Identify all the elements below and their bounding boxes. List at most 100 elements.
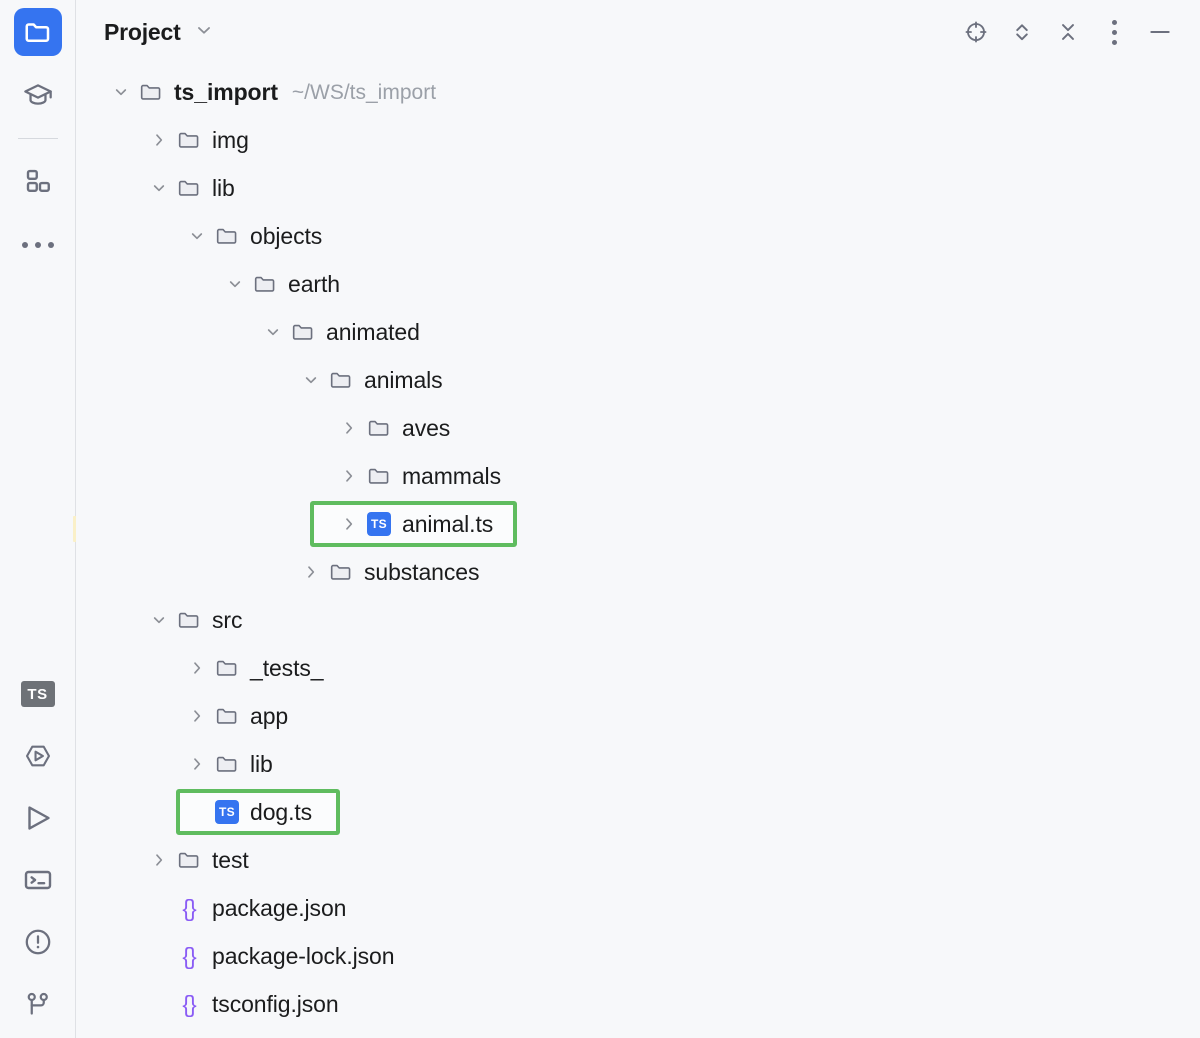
chevron-right-icon[interactable] (182, 692, 212, 740)
chevron-down-icon[interactable] (144, 596, 174, 644)
tree-row-content[interactable]: TS dog.ts (182, 788, 312, 836)
tree-row-content[interactable]: lib (182, 740, 273, 788)
chevron-down-icon[interactable] (296, 356, 326, 404)
sidebar-item-problems[interactable] (14, 918, 62, 966)
tree-row[interactable]: animated (76, 308, 1200, 356)
tree-row-content[interactable]: animated (258, 308, 420, 356)
folder-icon (212, 212, 242, 260)
graduation-cap-icon (22, 80, 54, 112)
chevron-right-icon[interactable] (144, 116, 174, 164)
chevron-down-icon[interactable] (220, 260, 250, 308)
json-braces-label: {} (182, 990, 196, 1017)
tree-row[interactable]: {}package-lock.json (76, 932, 1200, 980)
tree-row-content[interactable]: src (144, 596, 242, 644)
tree-row[interactable]: animals (76, 356, 1200, 404)
tree-row-content[interactable]: {}package-lock.json (144, 932, 394, 980)
tree-node-label: mammals (402, 462, 501, 489)
tree-row[interactable]: {}package.json (76, 884, 1200, 932)
tree-node-label: package-lock.json (212, 942, 395, 969)
chevron-right-icon[interactable] (334, 452, 364, 500)
ts-icon: TS (20, 681, 55, 707)
chevron-right-icon[interactable] (144, 836, 174, 884)
chevron-down-icon[interactable] (193, 19, 215, 46)
tree-row-content[interactable]: img (144, 116, 249, 164)
chevron-right-icon[interactable] (182, 644, 212, 692)
tree-row-content[interactable]: mammals (334, 452, 501, 500)
page-title: Project (104, 18, 181, 45)
chevron-down-icon[interactable] (258, 308, 288, 356)
sidebar-item-typescript[interactable]: TS (14, 670, 62, 718)
sidebar-item-project[interactable] (13, 8, 62, 56)
sidebar-item-learn[interactable] (14, 72, 62, 120)
tree-row-content[interactable]: app (182, 692, 288, 740)
tree-node-label: src (212, 606, 243, 633)
tree-row[interactable]: substances (76, 548, 1200, 596)
project-title-dropdown[interactable]: Project (104, 19, 215, 46)
tree-row[interactable]: _tests_ (76, 644, 1200, 692)
tree-row[interactable]: TS dog.ts (76, 788, 1200, 836)
warning-circle-icon (22, 926, 54, 958)
tree-row-content[interactable]: animals (296, 356, 443, 404)
tree-row[interactable]: test (76, 836, 1200, 884)
chevron-right-icon[interactable] (182, 740, 212, 788)
tree-node-label: lib (212, 174, 235, 201)
tree-row[interactable]: img (76, 116, 1200, 164)
tree-row-content[interactable]: aves (334, 404, 450, 452)
tree-row[interactable]: lib (76, 164, 1200, 212)
tree-row[interactable]: app (76, 692, 1200, 740)
tree-row[interactable]: aves (76, 404, 1200, 452)
tree-row-content[interactable]: {}tsconfig.json (144, 980, 338, 1028)
tree-row-content[interactable]: substances (296, 548, 479, 596)
tree-row[interactable]: objects (76, 212, 1200, 260)
typescript-file-icon: TS (212, 788, 242, 836)
tree-row-content[interactable]: test (144, 836, 249, 884)
tree-node-label: lib (250, 750, 273, 777)
folder-icon (174, 596, 204, 644)
sidebar-item-plugins[interactable] (14, 157, 62, 205)
tree-node-label: substances (364, 558, 480, 585)
collapse-all-button[interactable] (1050, 14, 1086, 50)
chevron-down-icon[interactable] (106, 68, 136, 116)
tree-row[interactable]: lib (76, 740, 1200, 788)
folder-icon (364, 452, 394, 500)
chevron-down-icon[interactable] (182, 212, 212, 260)
sidebar-item-run[interactable] (14, 794, 62, 842)
tree-row[interactable]: {}tsconfig.json (76, 980, 1200, 1028)
sidebar-item-debug[interactable] (14, 732, 62, 780)
sidebar-item-more[interactable] (14, 221, 62, 269)
tree-row-content[interactable]: ts_import ~/WS/ts_import (106, 68, 436, 116)
typescript-file-icon: TS (364, 500, 394, 548)
debug-icon (22, 740, 54, 772)
sidebar-item-terminal[interactable] (14, 856, 62, 904)
tree-row-content[interactable]: objects (182, 212, 322, 260)
chevron-right-icon[interactable] (296, 548, 326, 596)
tree-row-content[interactable]: lib (144, 164, 235, 212)
select-opened-file-button[interactable] (958, 14, 994, 50)
tree-row[interactable]: mammals (76, 452, 1200, 500)
chevron-down-icon[interactable] (144, 164, 174, 212)
chevron-right-icon[interactable] (334, 404, 364, 452)
tree-row-content[interactable]: {}package.json (144, 884, 346, 932)
hide-panel-button[interactable] (1142, 14, 1178, 50)
expand-collapse-button[interactable] (1004, 14, 1040, 50)
tree-row-content[interactable]: earth (220, 260, 340, 308)
collapse-all-icon (1055, 19, 1081, 45)
tree-row[interactable]: ts_import ~/WS/ts_import (76, 68, 1200, 116)
folder-icon (212, 644, 242, 692)
sidebar-item-version-control[interactable] (14, 980, 62, 1028)
chevron-right-icon[interactable] (334, 500, 364, 548)
json-braces-label: {} (182, 894, 196, 921)
tree-node-label: dog.ts (250, 798, 313, 825)
tree-row-content[interactable]: _tests_ (182, 644, 324, 692)
tree-node-label: app (250, 702, 289, 729)
tree-node-label: ts_import (174, 78, 278, 105)
project-path-label: ~/WS/ts_import (291, 80, 437, 104)
tree-row[interactable]: src (76, 596, 1200, 644)
project-panel-header: Project (76, 0, 1200, 64)
tree-row[interactable]: earth (76, 260, 1200, 308)
chevrons-up-down-icon (1009, 19, 1035, 45)
options-menu-button[interactable] (1096, 14, 1132, 50)
